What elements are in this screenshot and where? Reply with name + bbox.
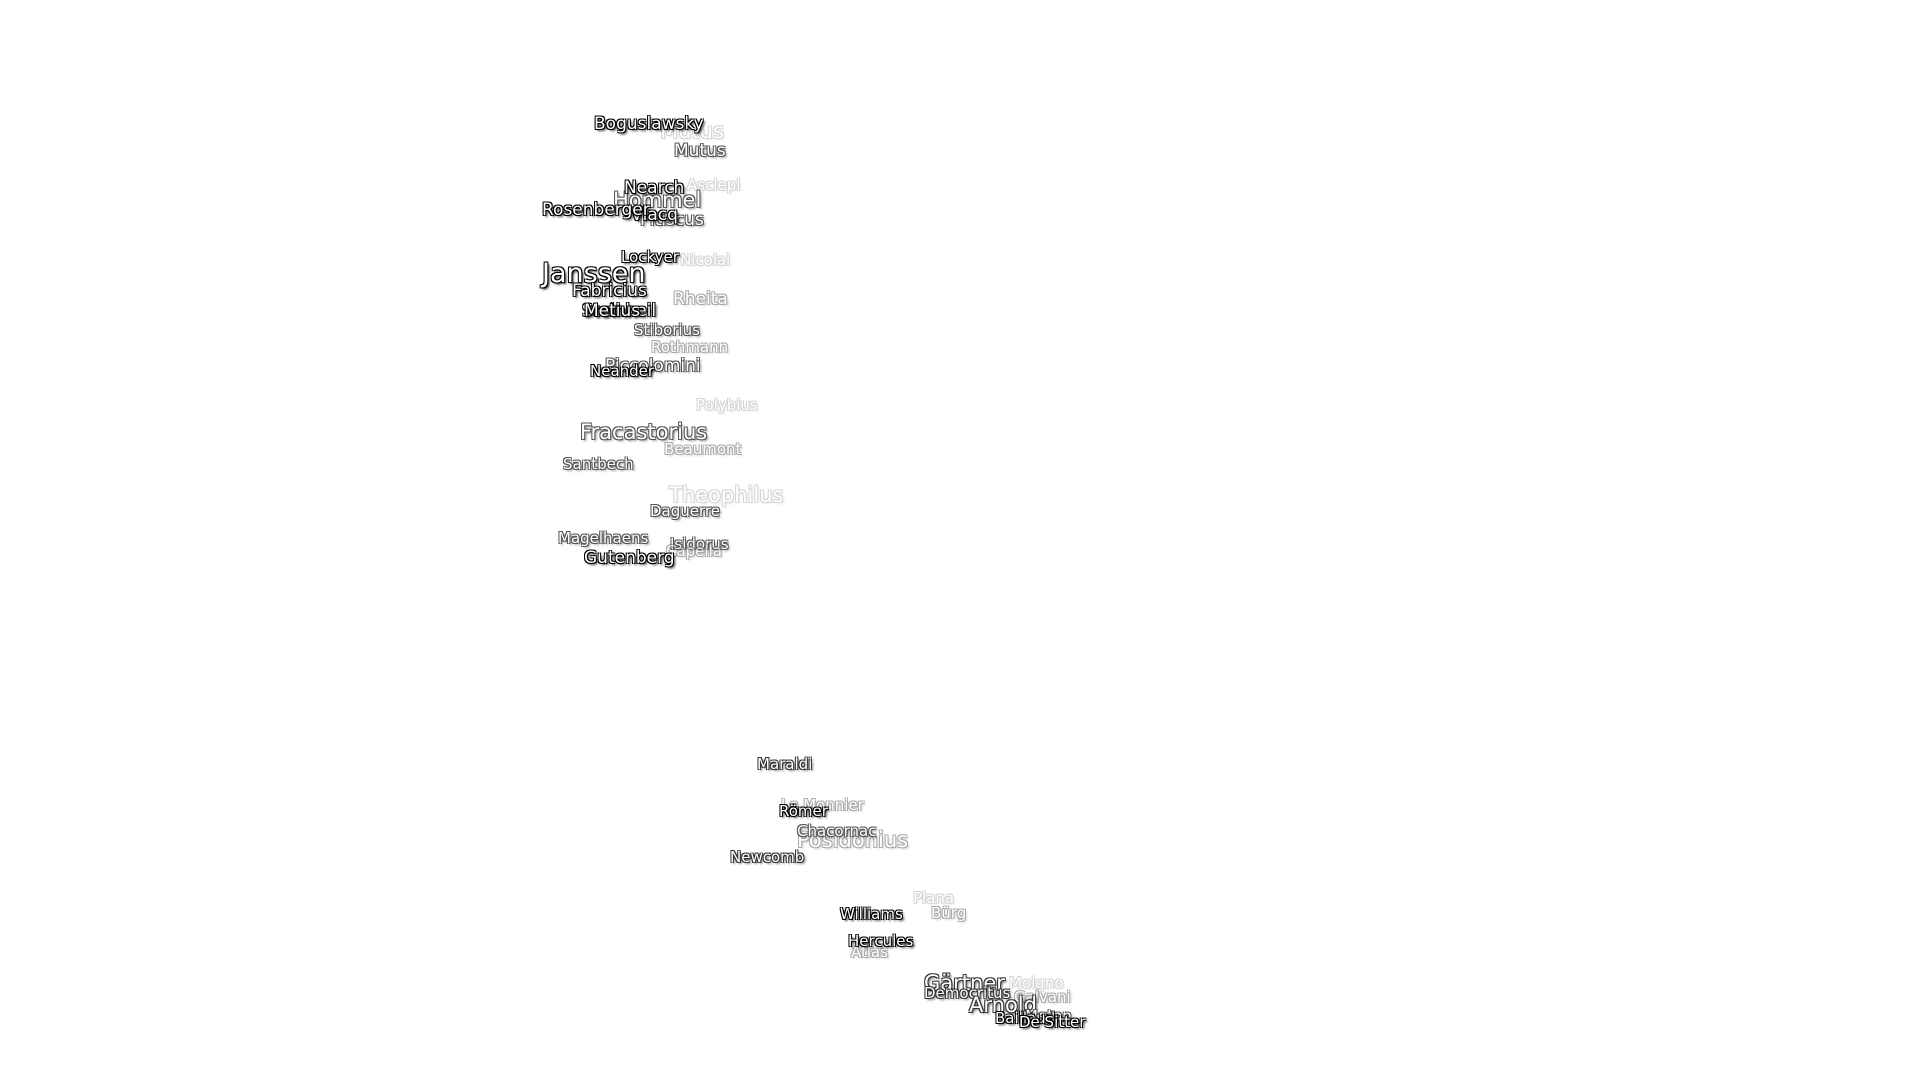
crater-label[interactable]: Chacornac — [797, 822, 877, 840]
crater-label[interactable]: Theophilus — [669, 483, 784, 507]
crater-label[interactable]: Neander — [590, 362, 655, 380]
crater-label[interactable]: Fabricius — [572, 281, 647, 301]
crater-label[interactable]: Mutus — [674, 141, 726, 161]
crater-label[interactable]: Beaumont — [664, 440, 742, 458]
crater-label[interactable]: Rothmann — [651, 338, 729, 356]
crater-label[interactable]: Steinheil — [582, 301, 657, 321]
crater-label[interactable]: Atlas — [851, 943, 889, 961]
crater-label[interactable]: Hommel — [613, 188, 702, 212]
crater-label[interactable]: Le Monnier — [781, 796, 864, 814]
crater-label[interactable]: Hercules — [848, 932, 914, 950]
crater-label[interactable]: Santbech — [563, 455, 634, 473]
crater-label[interactable]: Nicolai — [680, 251, 731, 269]
crater-label[interactable]: Fracastorius — [580, 420, 708, 444]
crater-label[interactable]: Lockyer — [621, 248, 679, 266]
crater-label[interactable]: Boguslawsky — [594, 114, 704, 134]
crater-label[interactable]: Gutenberg — [584, 548, 675, 568]
crater-label[interactable]: Arnold — [969, 993, 1037, 1017]
crater-label[interactable]: Isidorus — [670, 535, 729, 553]
crater-label[interactable]: Vlacq — [631, 205, 678, 225]
crater-label[interactable]: Rosenberger — [542, 200, 650, 220]
crater-label[interactable]: Magelhaens — [558, 529, 649, 547]
crater-label[interactable]: Römer — [779, 802, 828, 820]
crater-label[interactable]: Metius — [584, 301, 641, 321]
crater-label[interactable]: Stiborius — [634, 321, 700, 339]
crater-label[interactable]: Bürg — [931, 904, 967, 922]
crater-label[interactable]: Pitiscus — [640, 210, 704, 230]
crater-label[interactable]: Piccolomini — [605, 356, 701, 376]
crater-label[interactable]: Maraldi — [757, 755, 813, 773]
crater-label[interactable]: Plana — [913, 889, 955, 907]
crater-label[interactable]: Daguerre — [650, 502, 720, 520]
crater-label[interactable]: Mutus — [660, 119, 724, 143]
crater-label[interactable]: Rheita — [673, 289, 728, 309]
crater-label[interactable]: Gärtner — [924, 971, 1005, 995]
crater-label[interactable]: Nearch — [624, 178, 685, 198]
crater-label[interactable]: Asclepi — [687, 176, 741, 194]
crater-label[interactable]: Meton — [1025, 1007, 1072, 1025]
crater-label[interactable]: Posidonius — [797, 828, 909, 852]
crater-label[interactable]: Polybius — [696, 396, 758, 414]
crater-label[interactable]: De Sitter — [1019, 1013, 1086, 1031]
crater-label[interactable]: Moigno — [1009, 974, 1064, 992]
crater-label[interactable]: Galvani — [1014, 988, 1071, 1006]
crater-label[interactable]: Capella — [666, 542, 722, 560]
crater-label[interactable]: Newcomb — [730, 848, 805, 866]
crater-label[interactable]: Janssen — [542, 258, 646, 289]
crater-label[interactable]: Williams — [840, 905, 903, 923]
crater-label[interactable]: Baillaud — [995, 1009, 1056, 1027]
crater-label[interactable]: Democritus — [924, 984, 1011, 1002]
